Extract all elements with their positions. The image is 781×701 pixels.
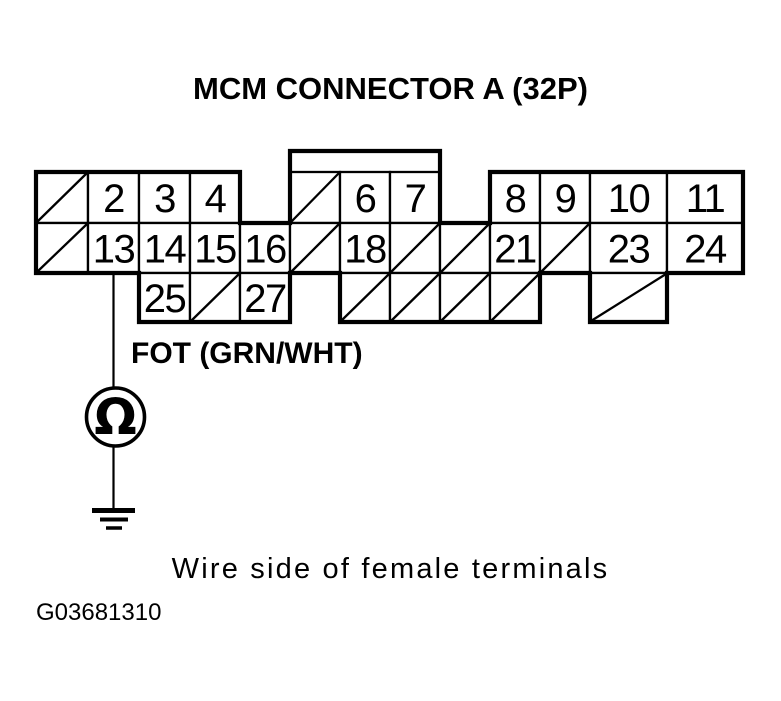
unused-cavity-slash-icon bbox=[390, 223, 440, 273]
pin-number-label: 14 bbox=[144, 228, 187, 272]
connector-cavity-pin-7 bbox=[388, 170, 442, 225]
connector-outline bbox=[33, 148, 746, 325]
pin-number-label: 27 bbox=[244, 277, 286, 321]
unused-cavity-slash-icon bbox=[36, 172, 88, 223]
unused-cavity-slash-icon bbox=[440, 273, 490, 322]
pin-number-label: 15 bbox=[194, 228, 236, 272]
unused-cavity-slash-icon bbox=[36, 223, 88, 273]
pin-number-label: 2 bbox=[103, 177, 124, 221]
pin-number-label: 9 bbox=[555, 177, 576, 221]
diagram-title: MCM CONNECTOR A (32P) bbox=[193, 71, 588, 106]
connector-cavity-pin-14 bbox=[137, 221, 192, 275]
connector-cavity-pin-13 bbox=[86, 221, 141, 275]
pin-number-label: 7 bbox=[405, 177, 426, 221]
unused-cavity-slash-icon bbox=[290, 223, 340, 273]
pin-number-label: 10 bbox=[608, 177, 650, 221]
ohmmeter-symbol: Ω bbox=[94, 388, 137, 446]
pin-number-label: 25 bbox=[144, 277, 186, 321]
pin-number-label: 3 bbox=[154, 177, 175, 221]
ohmmeter-icon bbox=[84, 386, 147, 448]
connector-cavity-pin-24 bbox=[665, 221, 745, 275]
pin-number-label: 4 bbox=[205, 177, 227, 221]
figure-id: G03681310 bbox=[36, 599, 162, 626]
pin-number-label: 23 bbox=[608, 228, 650, 272]
unused-cavity-slash-icon bbox=[540, 223, 590, 273]
unused-cavity-slash-icon bbox=[390, 273, 440, 322]
pin-number-label: 11 bbox=[686, 177, 725, 221]
pin-number-label: 18 bbox=[344, 228, 386, 272]
unused-cavity-slash-icon bbox=[290, 172, 340, 223]
connector-cavity-pin-27 bbox=[238, 271, 292, 324]
pin-number-label: 6 bbox=[355, 177, 376, 221]
unused-cavity-slash-icon bbox=[440, 223, 490, 273]
unused-cavity-slash-icon bbox=[490, 273, 540, 322]
unused-cavity-slash-icon bbox=[590, 273, 667, 322]
unused-cavity-slash-icon bbox=[190, 273, 240, 322]
caption-wire-side: Wire side of female terminals bbox=[171, 553, 610, 585]
pin-number-label: 8 bbox=[505, 177, 526, 221]
ground-icon bbox=[92, 508, 135, 530]
unused-cavity-slash-icon bbox=[340, 273, 390, 322]
pin-number-label: 16 bbox=[244, 228, 286, 272]
pin-number-label: 21 bbox=[494, 228, 536, 272]
pin-number-label: 13 bbox=[93, 228, 135, 272]
pin-number-label: 24 bbox=[684, 228, 727, 272]
wire-color-label: FOT (GRN/WHT) bbox=[131, 337, 363, 370]
